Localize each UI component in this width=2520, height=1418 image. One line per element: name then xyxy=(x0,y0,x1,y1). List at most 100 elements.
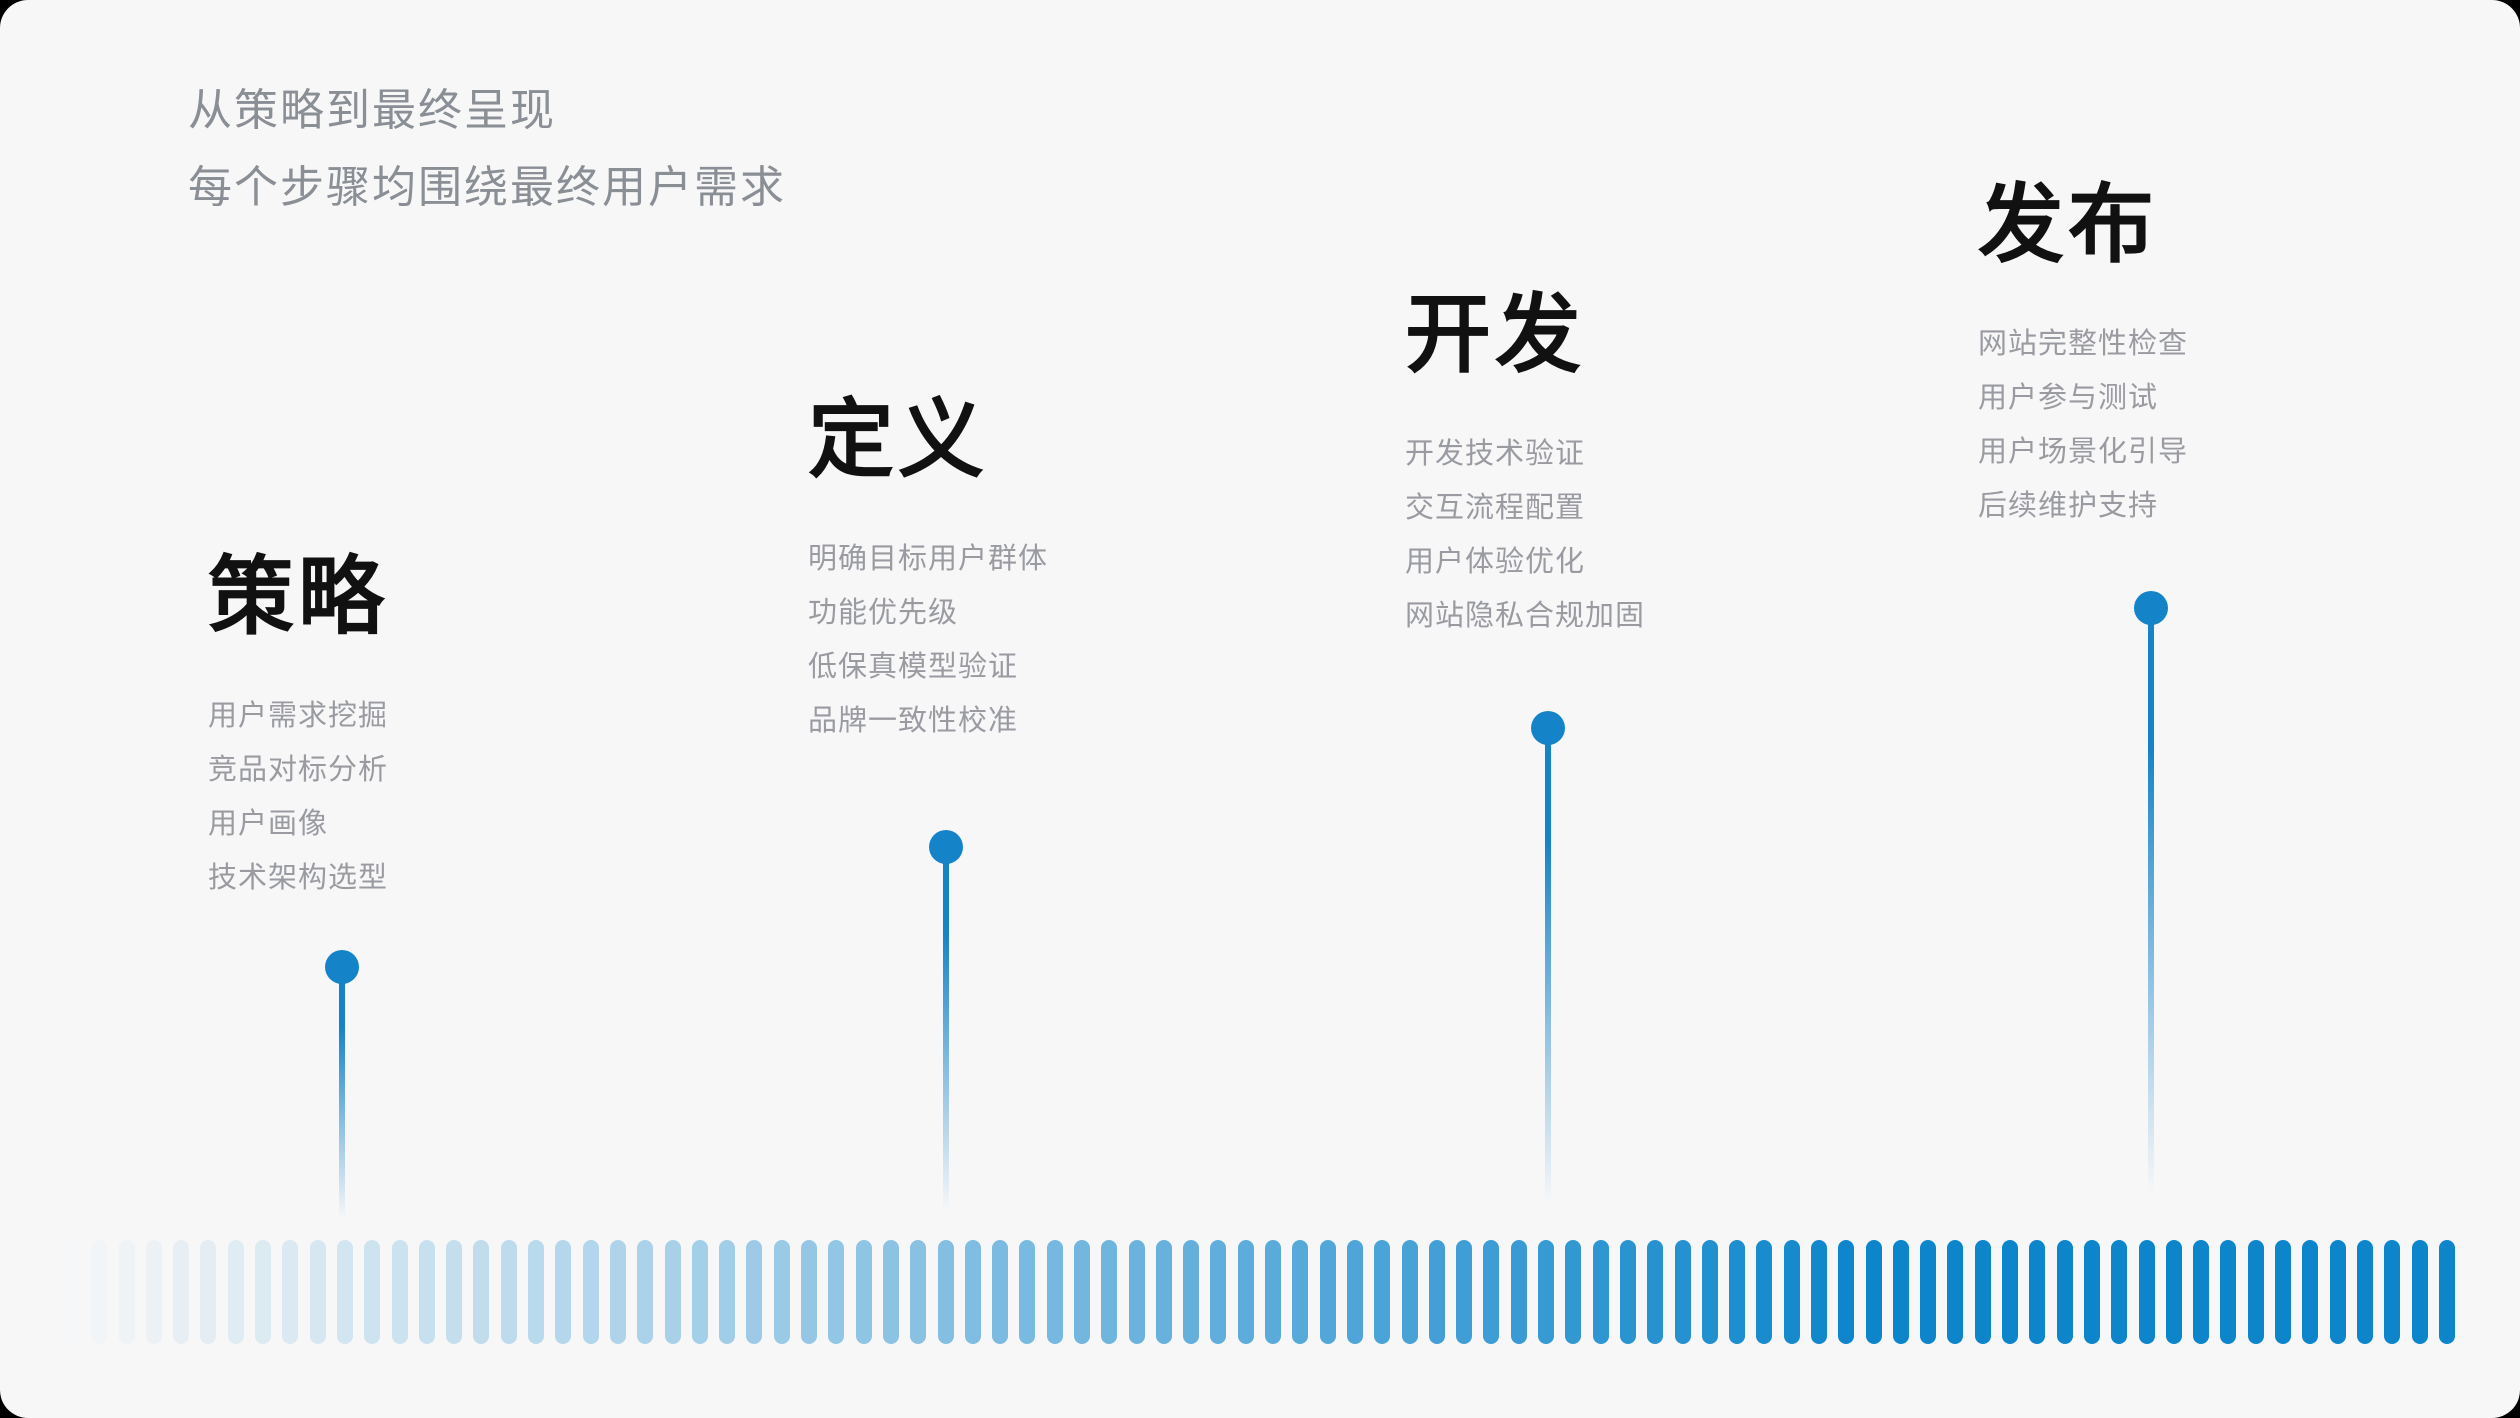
stage-item: 低保真模型验证 xyxy=(808,651,1019,683)
timeline-bar xyxy=(91,1240,107,1344)
timeline-bar xyxy=(910,1240,927,1344)
timeline-bar xyxy=(2111,1240,2128,1344)
timeline-bar xyxy=(2275,1240,2292,1344)
timeline-bar xyxy=(2029,1240,2046,1344)
timeline-bar xyxy=(2165,1240,2182,1344)
timeline-bar xyxy=(500,1240,517,1344)
timeline-bar xyxy=(1701,1240,1718,1344)
timeline-bar xyxy=(145,1240,162,1344)
timeline-stem xyxy=(339,967,345,1238)
timeline-bar xyxy=(2329,1240,2346,1344)
timeline-bar xyxy=(1838,1240,1855,1344)
timeline-bar xyxy=(937,1240,954,1344)
stage-item: 技术架构选型 xyxy=(208,862,389,894)
stage-item: 开发技术验证 xyxy=(1405,438,1586,470)
stage-define: 定义 明确目标用户群体 功能优先级 低保真模型验证 品牌一致性校准 xyxy=(808,394,1048,760)
stage-item: 网站完整性检查 xyxy=(1978,328,2189,360)
timeline-bar xyxy=(2438,1240,2455,1344)
timeline-bar xyxy=(828,1240,845,1344)
timeline-bar xyxy=(364,1240,381,1344)
stage-title: 策略 xyxy=(208,549,388,645)
stage-title: 定义 xyxy=(808,392,988,488)
timeline-bar xyxy=(446,1240,463,1344)
timeline-bar xyxy=(1947,1240,1964,1344)
timeline-bar xyxy=(691,1240,708,1344)
timeline-bar xyxy=(1811,1240,1827,1344)
timeline-bar xyxy=(1428,1240,1445,1344)
timeline-bar xyxy=(119,1240,135,1344)
timeline-bar xyxy=(282,1240,299,1344)
stage-develop: 开发 开发技术验证 交互流程配置 用户体验优化 网站隐私合规加固 xyxy=(1405,289,1645,655)
timeline-bar xyxy=(1128,1240,1145,1344)
timeline-bar xyxy=(2220,1240,2237,1344)
timeline-bar xyxy=(173,1240,190,1344)
stage-item-list: 网站完整性检查 用户参与测试 用户场景化引导 后续维护支持 xyxy=(1978,329,2188,521)
timeline-bar xyxy=(1265,1240,1282,1344)
timeline-bar xyxy=(1237,1240,1254,1344)
timeline-bar xyxy=(582,1240,599,1344)
timeline-bar xyxy=(609,1240,626,1344)
timeline-bar xyxy=(882,1240,899,1344)
timeline-bar xyxy=(1756,1240,1773,1344)
timeline-bar xyxy=(664,1240,681,1344)
stage-title: 开发 xyxy=(1405,287,1585,383)
timeline-bar xyxy=(2247,1240,2264,1344)
stage-item: 用户需求挖掘 xyxy=(208,700,389,732)
timeline-bar xyxy=(1101,1240,1118,1344)
timeline-bar xyxy=(1729,1240,1746,1344)
timeline-bar xyxy=(1073,1240,1090,1344)
stage-item: 用户参与测试 xyxy=(1978,382,2159,414)
timeline-stem xyxy=(1545,728,1551,1238)
timeline-bar xyxy=(746,1240,763,1344)
timeline-bar xyxy=(801,1240,818,1344)
timeline-bar xyxy=(1565,1240,1582,1344)
timeline-bar xyxy=(855,1240,872,1344)
timeline-bar xyxy=(964,1240,981,1344)
timeline-bar xyxy=(2138,1240,2155,1344)
timeline-bar xyxy=(1865,1240,1882,1344)
timeline-bar xyxy=(1619,1240,1636,1344)
timeline-bar xyxy=(255,1240,272,1344)
timeline-bar xyxy=(1510,1240,1527,1344)
timeline-bar xyxy=(2411,1240,2428,1344)
timeline-bar xyxy=(1346,1240,1363,1344)
stage-item-list: 开发技术验证 交互流程配置 用户体验优化 网站隐私合规加固 xyxy=(1405,439,1645,631)
timeline-bar xyxy=(227,1240,244,1344)
subtitle-line-1: 从策略到最终呈现 xyxy=(188,86,556,135)
timeline-stem xyxy=(943,847,949,1238)
subtitle-line-2: 每个步骤均围绕最终用户需求 xyxy=(188,163,786,212)
timeline-bar xyxy=(1483,1240,1500,1344)
timeline-stem xyxy=(2148,608,2154,1238)
timeline-bar xyxy=(391,1240,408,1344)
timeline-bar xyxy=(992,1240,1009,1344)
timeline-bar xyxy=(1647,1240,1664,1344)
timeline-bar xyxy=(1674,1240,1691,1344)
stage-item: 品牌一致性校准 xyxy=(808,705,1019,737)
timeline-bar xyxy=(1456,1240,1473,1344)
stage-item: 明确目标用户群体 xyxy=(808,543,1049,575)
timeline-bar xyxy=(555,1240,572,1344)
timeline-bar xyxy=(719,1240,736,1344)
timeline-bar xyxy=(2384,1240,2401,1344)
timeline-bar xyxy=(1374,1240,1391,1344)
stage-item-list: 用户需求挖掘 竞品对标分析 用户画像 技术架构选型 xyxy=(208,701,388,893)
timeline-dot xyxy=(929,830,963,864)
timeline-bar xyxy=(1292,1240,1309,1344)
timeline-bar xyxy=(1783,1240,1800,1344)
timeline-bar xyxy=(473,1240,490,1344)
stage-title: 发布 xyxy=(1978,177,2158,273)
stage-strategy: 策略 用户需求挖掘 竞品对标分析 用户画像 技术架构选型 xyxy=(208,551,388,917)
timeline-bar xyxy=(64,1240,80,1344)
timeline-bar xyxy=(1592,1240,1609,1344)
timeline-bar xyxy=(2056,1240,2073,1344)
timeline-bar xyxy=(773,1240,790,1344)
timeline-bar xyxy=(1538,1240,1555,1344)
timeline-dot xyxy=(325,950,359,984)
timeline-bar xyxy=(528,1240,545,1344)
stage-item: 网站隐私合规加固 xyxy=(1405,600,1646,632)
stage-item: 竞品对标分析 xyxy=(208,754,389,786)
timeline-bar xyxy=(1019,1240,1036,1344)
timeline-bar xyxy=(309,1240,326,1344)
slide-subtitle: 从策略到最终呈现 每个步骤均围绕最终用户需求 xyxy=(188,72,786,226)
timeline-bar-row xyxy=(64,1240,2456,1344)
